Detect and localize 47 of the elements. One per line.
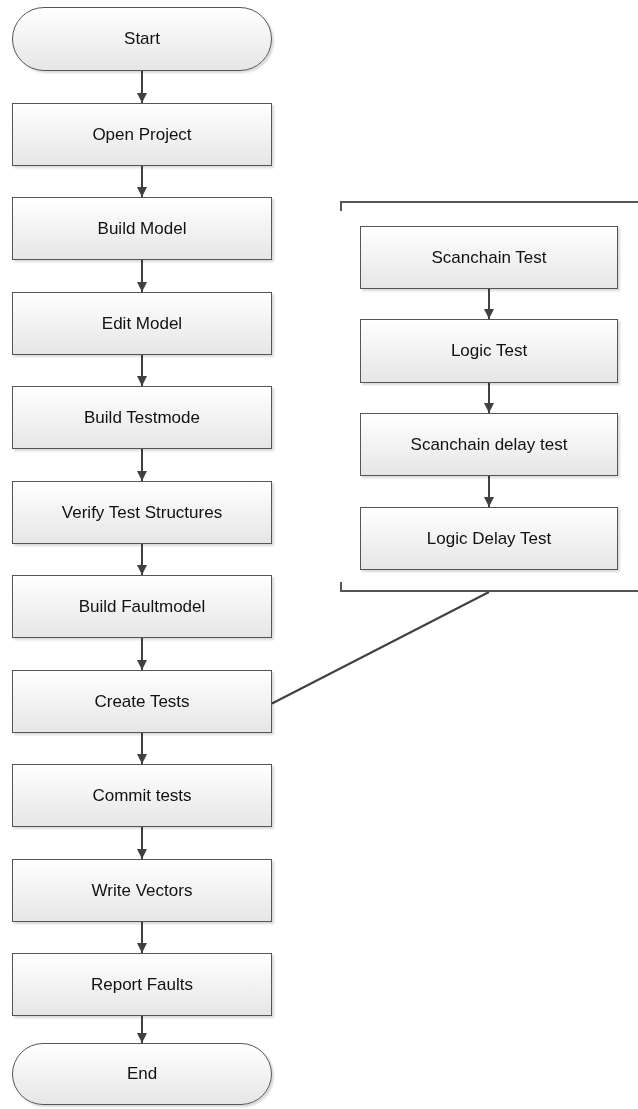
box-label: Scanchain delay test bbox=[410, 433, 568, 456]
process-box bbox=[12, 386, 272, 449]
arrow bbox=[137, 165, 147, 198]
process-box bbox=[12, 764, 272, 827]
arrow bbox=[137, 354, 147, 387]
process-box bbox=[12, 292, 272, 355]
process-box bbox=[360, 319, 618, 383]
box-label: Create Tests bbox=[94, 690, 190, 713]
process-box bbox=[12, 575, 272, 638]
process-box bbox=[12, 670, 272, 733]
arrow bbox=[137, 921, 147, 954]
process-box bbox=[12, 953, 272, 1016]
box-label: Build Faultmodel bbox=[78, 595, 206, 618]
box-label: Logic Test bbox=[450, 340, 528, 362]
arrow bbox=[137, 259, 147, 293]
box-label: Logic Delay Test bbox=[426, 527, 552, 550]
arrow bbox=[484, 288, 494, 320]
box-label: Build Testmode bbox=[84, 406, 200, 429]
box-label: Edit Model bbox=[101, 312, 183, 335]
box-label: End bbox=[126, 1063, 158, 1085]
process-box bbox=[12, 481, 272, 544]
box-label: Open Project bbox=[92, 123, 192, 146]
arrow bbox=[137, 543, 147, 576]
arrow bbox=[484, 475, 494, 508]
box-label: Report Faults bbox=[90, 973, 193, 996]
terminal-shape bbox=[12, 7, 272, 71]
arrow bbox=[137, 448, 147, 482]
box-label: Build Model bbox=[97, 217, 187, 240]
process-box bbox=[360, 507, 618, 570]
box-label: Commit tests bbox=[92, 784, 192, 807]
arrow bbox=[484, 382, 494, 414]
process-box bbox=[360, 413, 618, 476]
process-box bbox=[12, 197, 272, 260]
box-label: Scanchain Test bbox=[431, 246, 547, 269]
arrow bbox=[137, 1015, 147, 1044]
box-label: Write Vectors bbox=[91, 879, 193, 902]
leader-line bbox=[271, 591, 490, 705]
arrow bbox=[137, 732, 147, 765]
arrow bbox=[137, 637, 147, 671]
arrow bbox=[137, 70, 147, 104]
box-label: Start bbox=[124, 28, 160, 50]
process-box bbox=[12, 859, 272, 922]
box-label: Verify Test Structures bbox=[61, 501, 223, 524]
process-box bbox=[12, 103, 272, 166]
process-box bbox=[360, 226, 618, 289]
arrow bbox=[137, 826, 147, 860]
terminal-shape bbox=[12, 1043, 272, 1105]
